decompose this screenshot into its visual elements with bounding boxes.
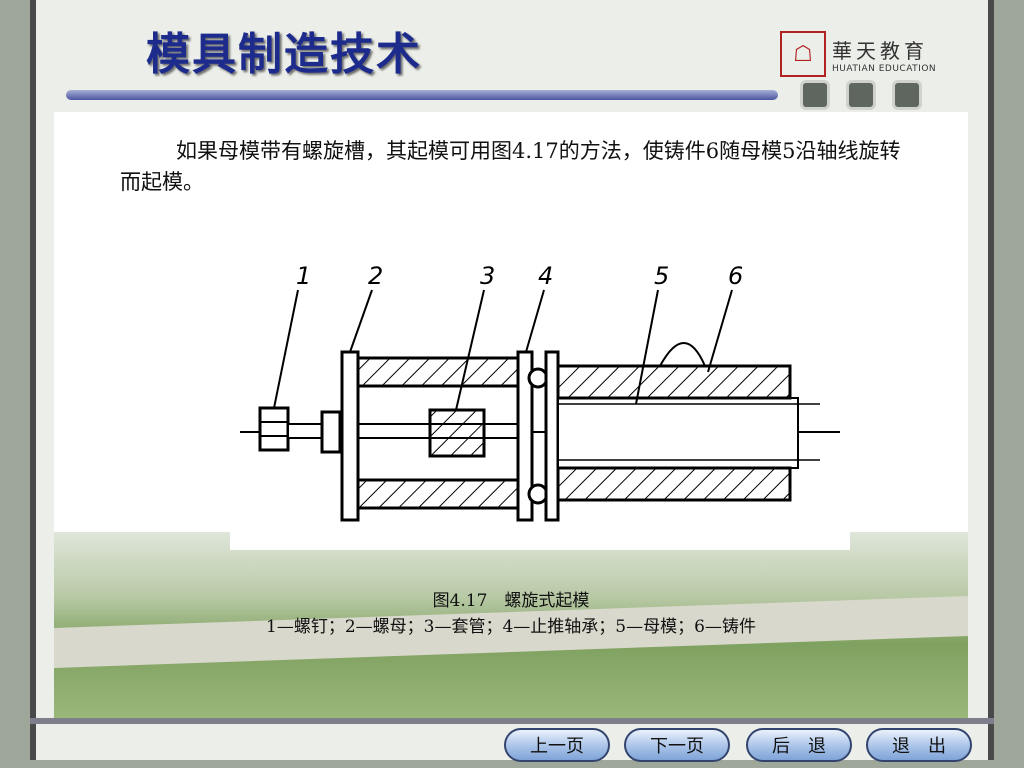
logo-text: 華天教育 HUATIAN EDUCATION <box>832 35 936 74</box>
content-area: 如果母模带有螺旋槽，其起模可用图4.17的方法，使铸件6随母模5沿轴线旋转而起模… <box>54 112 968 718</box>
figure-caption-title: 图4.17 螺旋式起模 <box>432 591 590 611</box>
brand-logo: ☖ 華天教育 HUATIAN EDUCATION <box>780 30 956 78</box>
title-underline-bar <box>66 90 778 100</box>
logo-cn-text: 華天教育 <box>832 38 928 63</box>
figure-label-6: 6 <box>728 262 743 290</box>
bottom-bar <box>30 718 994 724</box>
square-decor-button-3 <box>892 80 922 110</box>
page-title: 模具制造技术 <box>146 29 422 80</box>
figure-caption-legend: 1—螺钉；2—螺母；3—套管；4—止推轴承；5—母模；6—铸件 <box>266 617 756 637</box>
figure-caption: 图4.17 螺旋式起模 1—螺钉；2—螺母；3—套管；4—止推轴承；5—母模；6… <box>54 588 968 640</box>
next-page-button[interactable]: 下一页 <box>624 728 730 762</box>
square-decor-button-1 <box>800 80 830 110</box>
prev-page-button[interactable]: 上一页 <box>504 728 610 762</box>
figure-label-2: 2 <box>368 262 383 290</box>
logo-emblem-icon: ☖ <box>780 31 826 77</box>
body-paragraph: 如果母模带有螺旋槽，其起模可用图4.17的方法，使铸件6随母模5沿轴线旋转而起模… <box>120 139 901 194</box>
figure-label-5: 5 <box>654 262 669 290</box>
figure-label-3: 3 <box>480 262 495 290</box>
figure-label-1: 1 <box>296 262 311 290</box>
logo-en-text: HUATIAN EDUCATION <box>832 63 937 74</box>
figure-label-4: 4 <box>538 262 553 290</box>
spiral-mold-drawing: 1 2 3 4 5 6 <box>230 260 850 550</box>
exit-button[interactable]: 退 出 <box>866 728 972 762</box>
square-decor-button-2 <box>846 80 876 110</box>
back-button[interactable]: 后 退 <box>746 728 852 762</box>
